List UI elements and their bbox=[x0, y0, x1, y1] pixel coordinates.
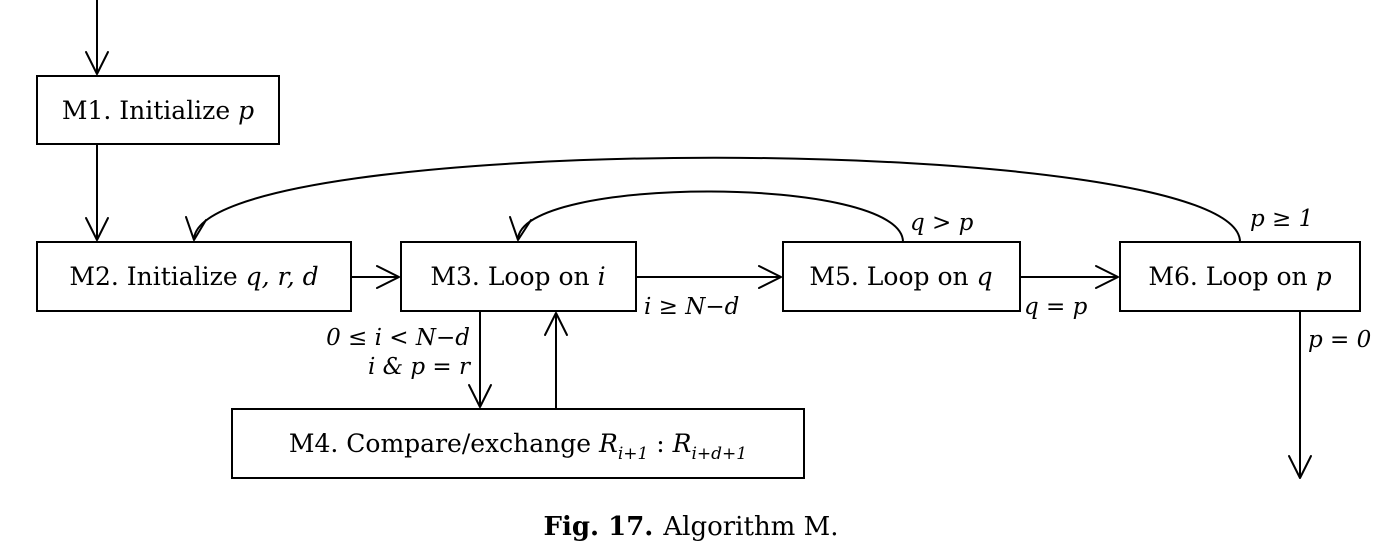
label-m6-m2: p ≥ 1 bbox=[1250, 206, 1313, 232]
edge-m6-to-m2 bbox=[185, 156, 1241, 243]
node-m4-r1: R bbox=[598, 429, 618, 458]
edge-m5-to-m6 bbox=[1020, 265, 1119, 289]
edge-m6-exit bbox=[1288, 311, 1312, 479]
caption-text: Algorithm bbox=[662, 512, 803, 542]
node-m5: M5. Loop on q bbox=[782, 241, 1021, 312]
node-m2-label: M2. Initialize bbox=[69, 262, 245, 291]
node-m2: M2. Initialize q, r, d bbox=[36, 241, 352, 312]
node-m1-label: M1. Initialize bbox=[62, 96, 238, 125]
node-m3: M3. Loop on i bbox=[400, 241, 637, 312]
node-m6-label: M6. Loop on bbox=[1148, 262, 1315, 291]
edge-m4-to-m3 bbox=[544, 312, 568, 409]
node-m2-vars: q, r, d bbox=[246, 262, 319, 291]
edge-m5-to-m3 bbox=[509, 190, 904, 243]
svg-text:M1. Initialize p: M1. Initialize p bbox=[62, 96, 254, 125]
svg-text:M4. Compare/exchange Ri+1 : Ri: M4. Compare/exchange Ri+1 : Ri+d+1 bbox=[289, 429, 747, 464]
node-m1: M1. Initialize p bbox=[36, 75, 280, 145]
node-m4-sep: : bbox=[648, 429, 672, 458]
edge-m3-to-m4 bbox=[468, 311, 492, 408]
node-m4-label: M4. Compare/exchange bbox=[289, 429, 599, 458]
node-m6-var: p bbox=[1316, 262, 1332, 291]
node-m5-label: M5. Loop on bbox=[809, 262, 976, 291]
caption-prefix: Fig. 17. bbox=[544, 512, 654, 542]
label-m3-m4-line2: i & p = r bbox=[368, 354, 472, 380]
edge-m1-to-m2 bbox=[85, 144, 109, 241]
figure-caption: Fig. 17. Algorithm M. bbox=[544, 512, 839, 542]
caption-suffix: . bbox=[830, 512, 838, 542]
node-m5-var: q bbox=[977, 262, 993, 291]
label-m3-m5: i ≥ N−d bbox=[644, 294, 739, 320]
node-m4-r2: R bbox=[672, 429, 692, 458]
svg-text:M2. Initialize q, r, d: M2. Initialize q, r, d bbox=[69, 262, 318, 291]
node-m3-label: M3. Loop on bbox=[430, 262, 597, 291]
label-m5-m3: q > p bbox=[910, 210, 974, 236]
label-m3-m4-line1: 0 ≤ i < N−d bbox=[326, 325, 470, 351]
edge-entry-to-m1 bbox=[85, 0, 109, 75]
edge-m3-to-m5 bbox=[636, 265, 782, 289]
label-m5-m6: q = p bbox=[1024, 294, 1088, 320]
node-m4: M4. Compare/exchange Ri+1 : Ri+d+1 bbox=[231, 408, 805, 479]
label-m6-exit: p = 0 bbox=[1308, 327, 1371, 353]
svg-text:M6. Loop on p: M6. Loop on p bbox=[1148, 262, 1331, 291]
svg-text:M5. Loop on q: M5. Loop on q bbox=[809, 262, 992, 291]
node-m4-r2-sub: i+d+1 bbox=[691, 444, 747, 464]
node-m6: M6. Loop on p bbox=[1119, 241, 1361, 312]
caption-algorithm-link[interactable]: M bbox=[804, 512, 831, 542]
node-m3-var: i bbox=[598, 262, 606, 291]
node-m4-r1-sub: i+1 bbox=[618, 444, 649, 464]
edge-m2-to-m3 bbox=[351, 265, 400, 289]
node-m1-var: p bbox=[238, 96, 254, 125]
svg-text:M3. Loop on i: M3. Loop on i bbox=[430, 262, 605, 291]
